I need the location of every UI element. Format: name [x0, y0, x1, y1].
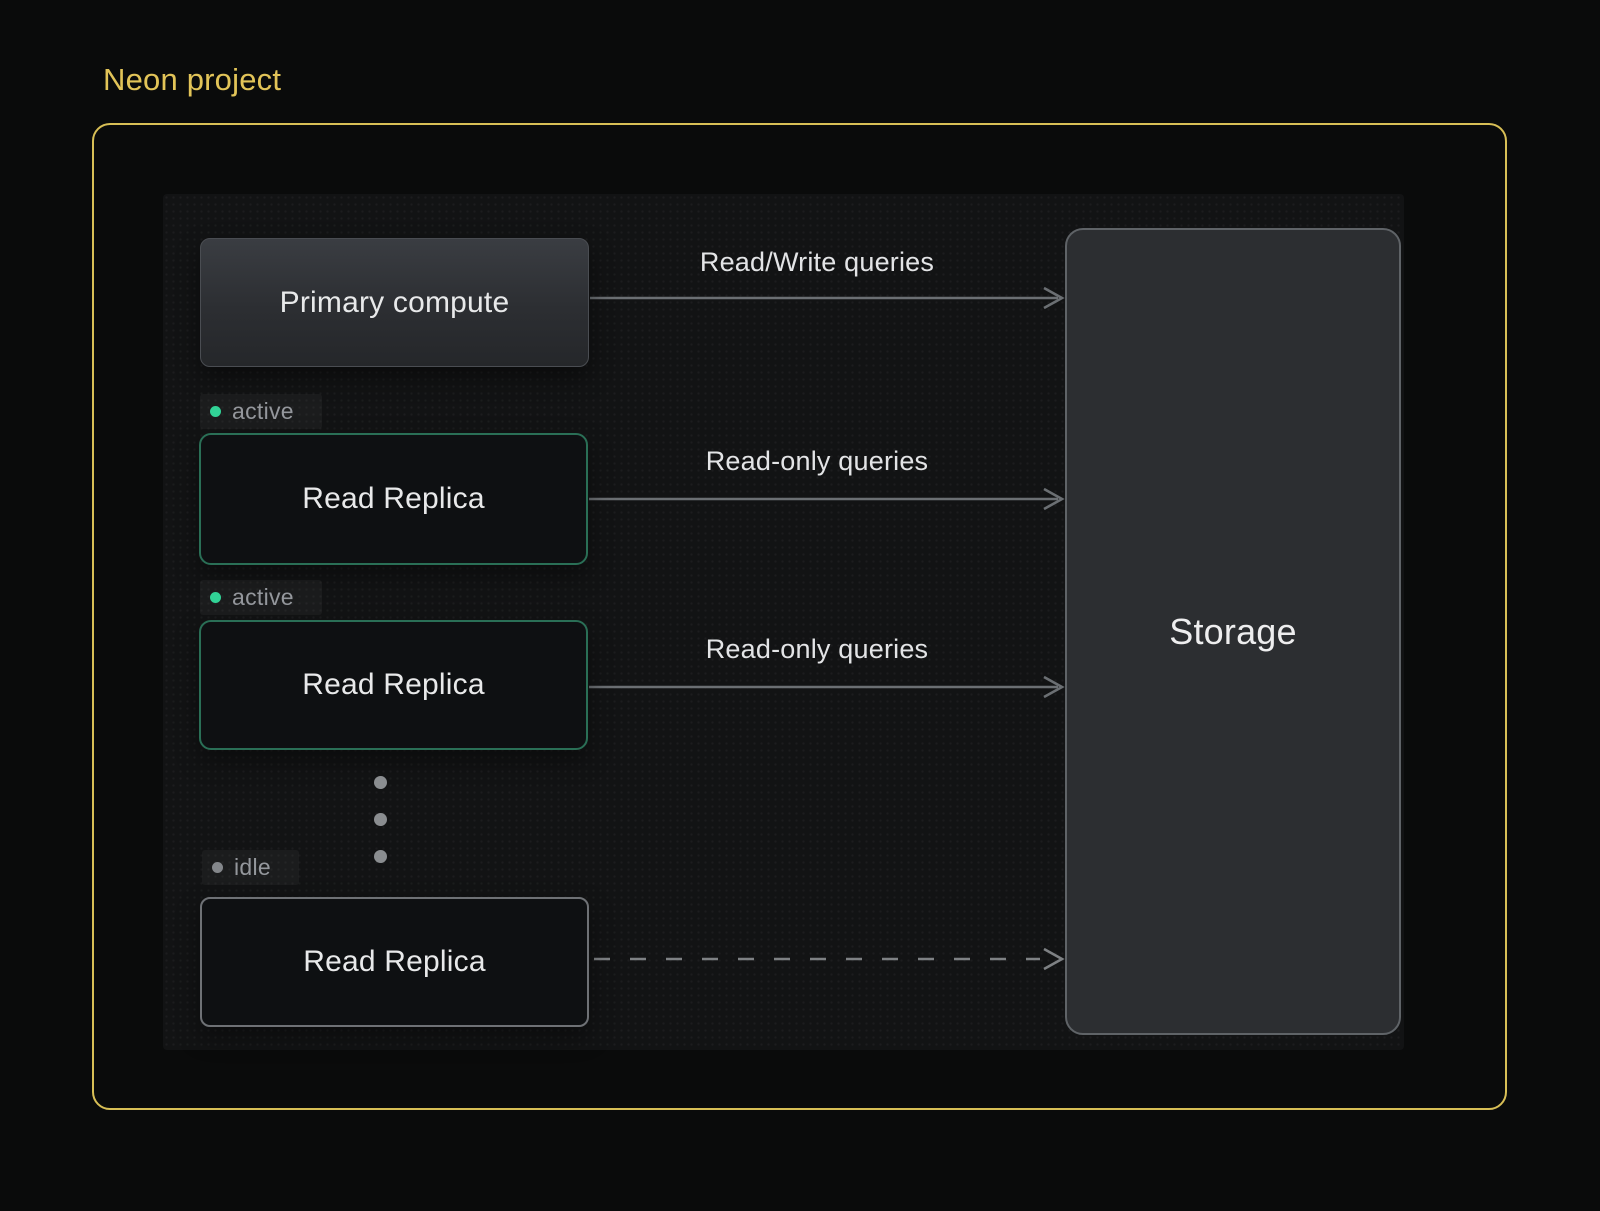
- replica2-status-text: active: [232, 584, 294, 610]
- storage-label: Storage: [1169, 610, 1297, 652]
- read-replica-1-label: Read Replica: [302, 482, 485, 515]
- edge-label-read-write-queries: Read/Write queries: [699, 247, 935, 277]
- primary-compute-label: Primary compute: [279, 285, 510, 319]
- more-replicas-ellipsis-icon: [374, 776, 387, 863]
- ellipsis-dot: [374, 776, 387, 789]
- idle-status-dot-icon: [212, 862, 223, 873]
- edge-label-read-only-queries-2: Read-only queries: [705, 634, 929, 664]
- active-status-dot-icon: [210, 592, 221, 603]
- storage-node: Storage: [1065, 228, 1401, 1035]
- replica1-status-badge: active: [200, 394, 322, 429]
- active-status-dot-icon: [210, 406, 221, 417]
- read-replica-2-label: Read Replica: [302, 668, 485, 701]
- page-title: Neon project: [103, 62, 282, 97]
- primary-compute-node: Primary compute: [200, 238, 589, 367]
- ellipsis-dot: [374, 850, 387, 863]
- edge-label-read-only-queries-1: Read-only queries: [705, 446, 929, 476]
- replica3-status-badge: idle: [202, 850, 300, 885]
- replica3-status-text: idle: [234, 854, 272, 880]
- project-boundary-frame: [92, 123, 1507, 1110]
- replica2-status-badge: active: [200, 580, 322, 615]
- read-replica-1-node: Read Replica: [199, 433, 588, 565]
- replica1-status-text: active: [232, 398, 294, 424]
- read-replica-3-node: Read Replica: [200, 897, 589, 1027]
- ellipsis-dot: [374, 813, 387, 826]
- read-replica-2-node: Read Replica: [199, 620, 588, 750]
- read-replica-3-label: Read Replica: [303, 945, 486, 978]
